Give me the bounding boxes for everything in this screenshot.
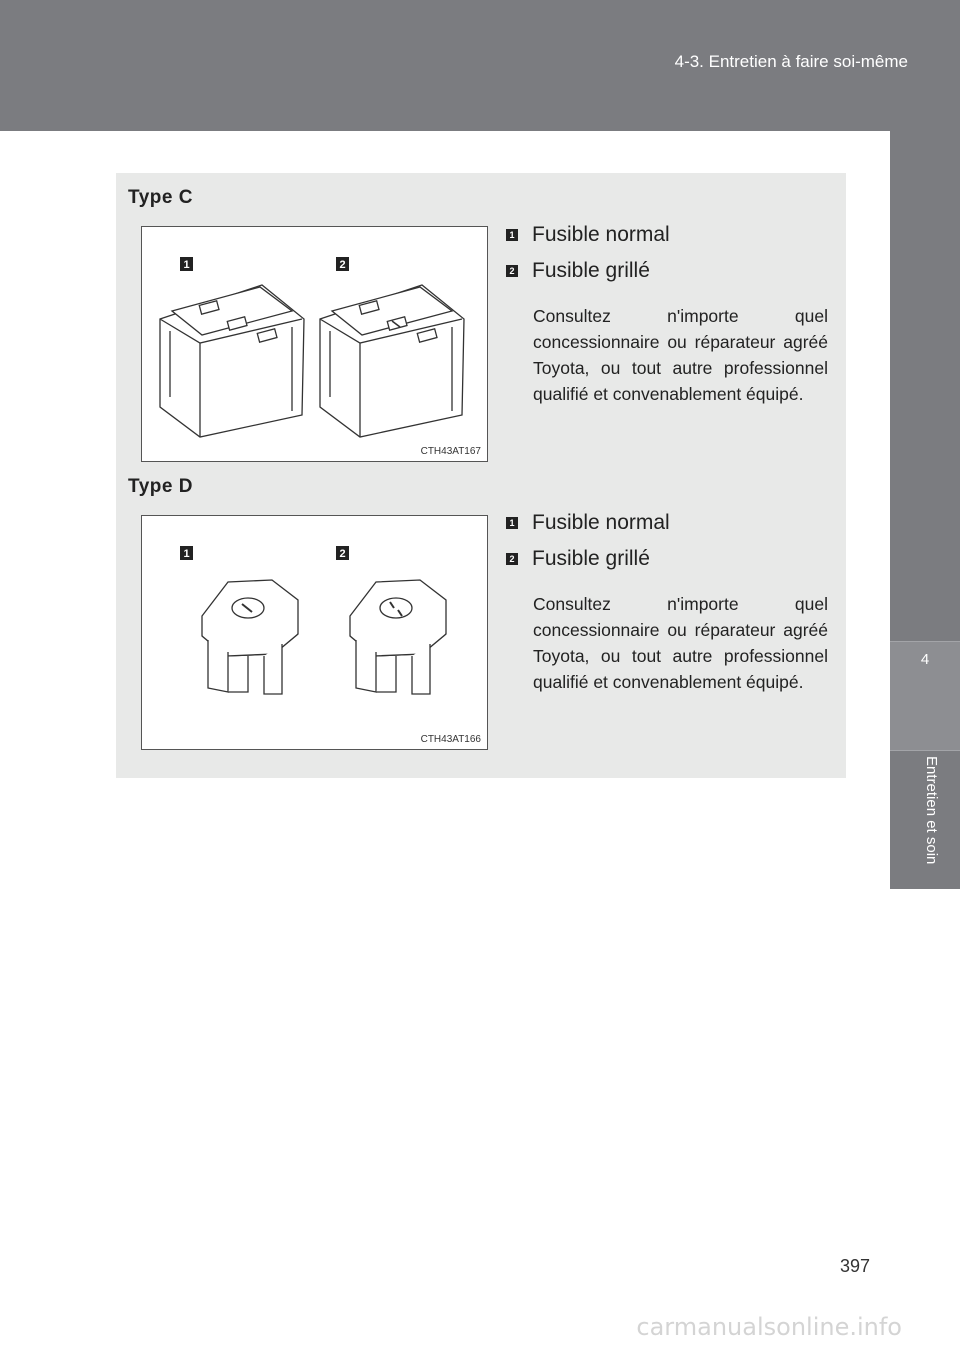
callout-badge-2: 2 (336, 257, 349, 271)
legend-label: Fusible grillé (532, 547, 650, 570)
cartridge-fuse-illustration: 1 2 (159, 257, 465, 438)
chapter-side-tab: 4 Entretien et soin (890, 131, 960, 889)
section-title: 4-3. Entretien à faire soi-même (674, 52, 908, 71)
callout-badge-1: 1 (180, 546, 193, 560)
page-header: 4-3. Entretien à faire soi-même (0, 0, 960, 131)
svg-text:1: 1 (183, 548, 189, 560)
chapter-number: 4 (890, 641, 960, 751)
number-badge: 2 (506, 553, 518, 565)
legend-label: Fusible normal (532, 511, 670, 534)
legend-label: Fusible grillé (532, 259, 650, 282)
fuse-normal-drawing (201, 579, 299, 695)
legend-item: 2 Fusible grillé (506, 253, 828, 289)
callout-badge-2: 2 (336, 546, 349, 560)
type-c-title: Type C (128, 187, 193, 208)
legend-item: 1 Fusible normal (506, 217, 828, 253)
svg-text:1: 1 (183, 259, 189, 271)
legend-item: 1 Fusible normal (506, 505, 828, 541)
dealer-note: Consultez n'importe quel concessionnaire… (533, 306, 828, 404)
dealer-note: Consultez n'importe quel concessionnaire… (533, 594, 828, 692)
image-code: CTH43AT167 (420, 446, 481, 457)
type-d-legend: 1 Fusible normal 2 Fusible grillé Consul… (506, 505, 828, 695)
page-number: 397 (840, 1256, 871, 1276)
fuse-blown-drawing (349, 579, 447, 695)
number-badge: 2 (506, 265, 518, 277)
fuse-types-panel: Type C 1 2 (116, 173, 846, 778)
jcase-fuse-illustration: 1 2 (180, 546, 447, 695)
type-d-illustration: 1 2 (141, 515, 488, 750)
type-d-title: Type D (128, 476, 193, 497)
svg-text:2: 2 (339, 548, 345, 560)
type-c-legend: 1 Fusible normal 2 Fusible grillé Consul… (506, 217, 828, 407)
svg-text:2: 2 (339, 259, 345, 271)
legend-label: Fusible normal (532, 223, 670, 246)
fuse-blown-drawing (319, 284, 465, 438)
number-badge: 1 (506, 229, 518, 241)
number-badge: 1 (506, 517, 518, 529)
chapter-label: Entretien et soin (923, 756, 940, 865)
callout-badge-1: 1 (180, 257, 193, 271)
type-c-illustration: 1 2 (141, 226, 488, 462)
image-code: CTH43AT166 (420, 734, 481, 745)
legend-item: 2 Fusible grillé (506, 541, 828, 577)
watermark: carmanualsonline.info (636, 1313, 902, 1341)
fuse-normal-drawing (159, 284, 305, 438)
